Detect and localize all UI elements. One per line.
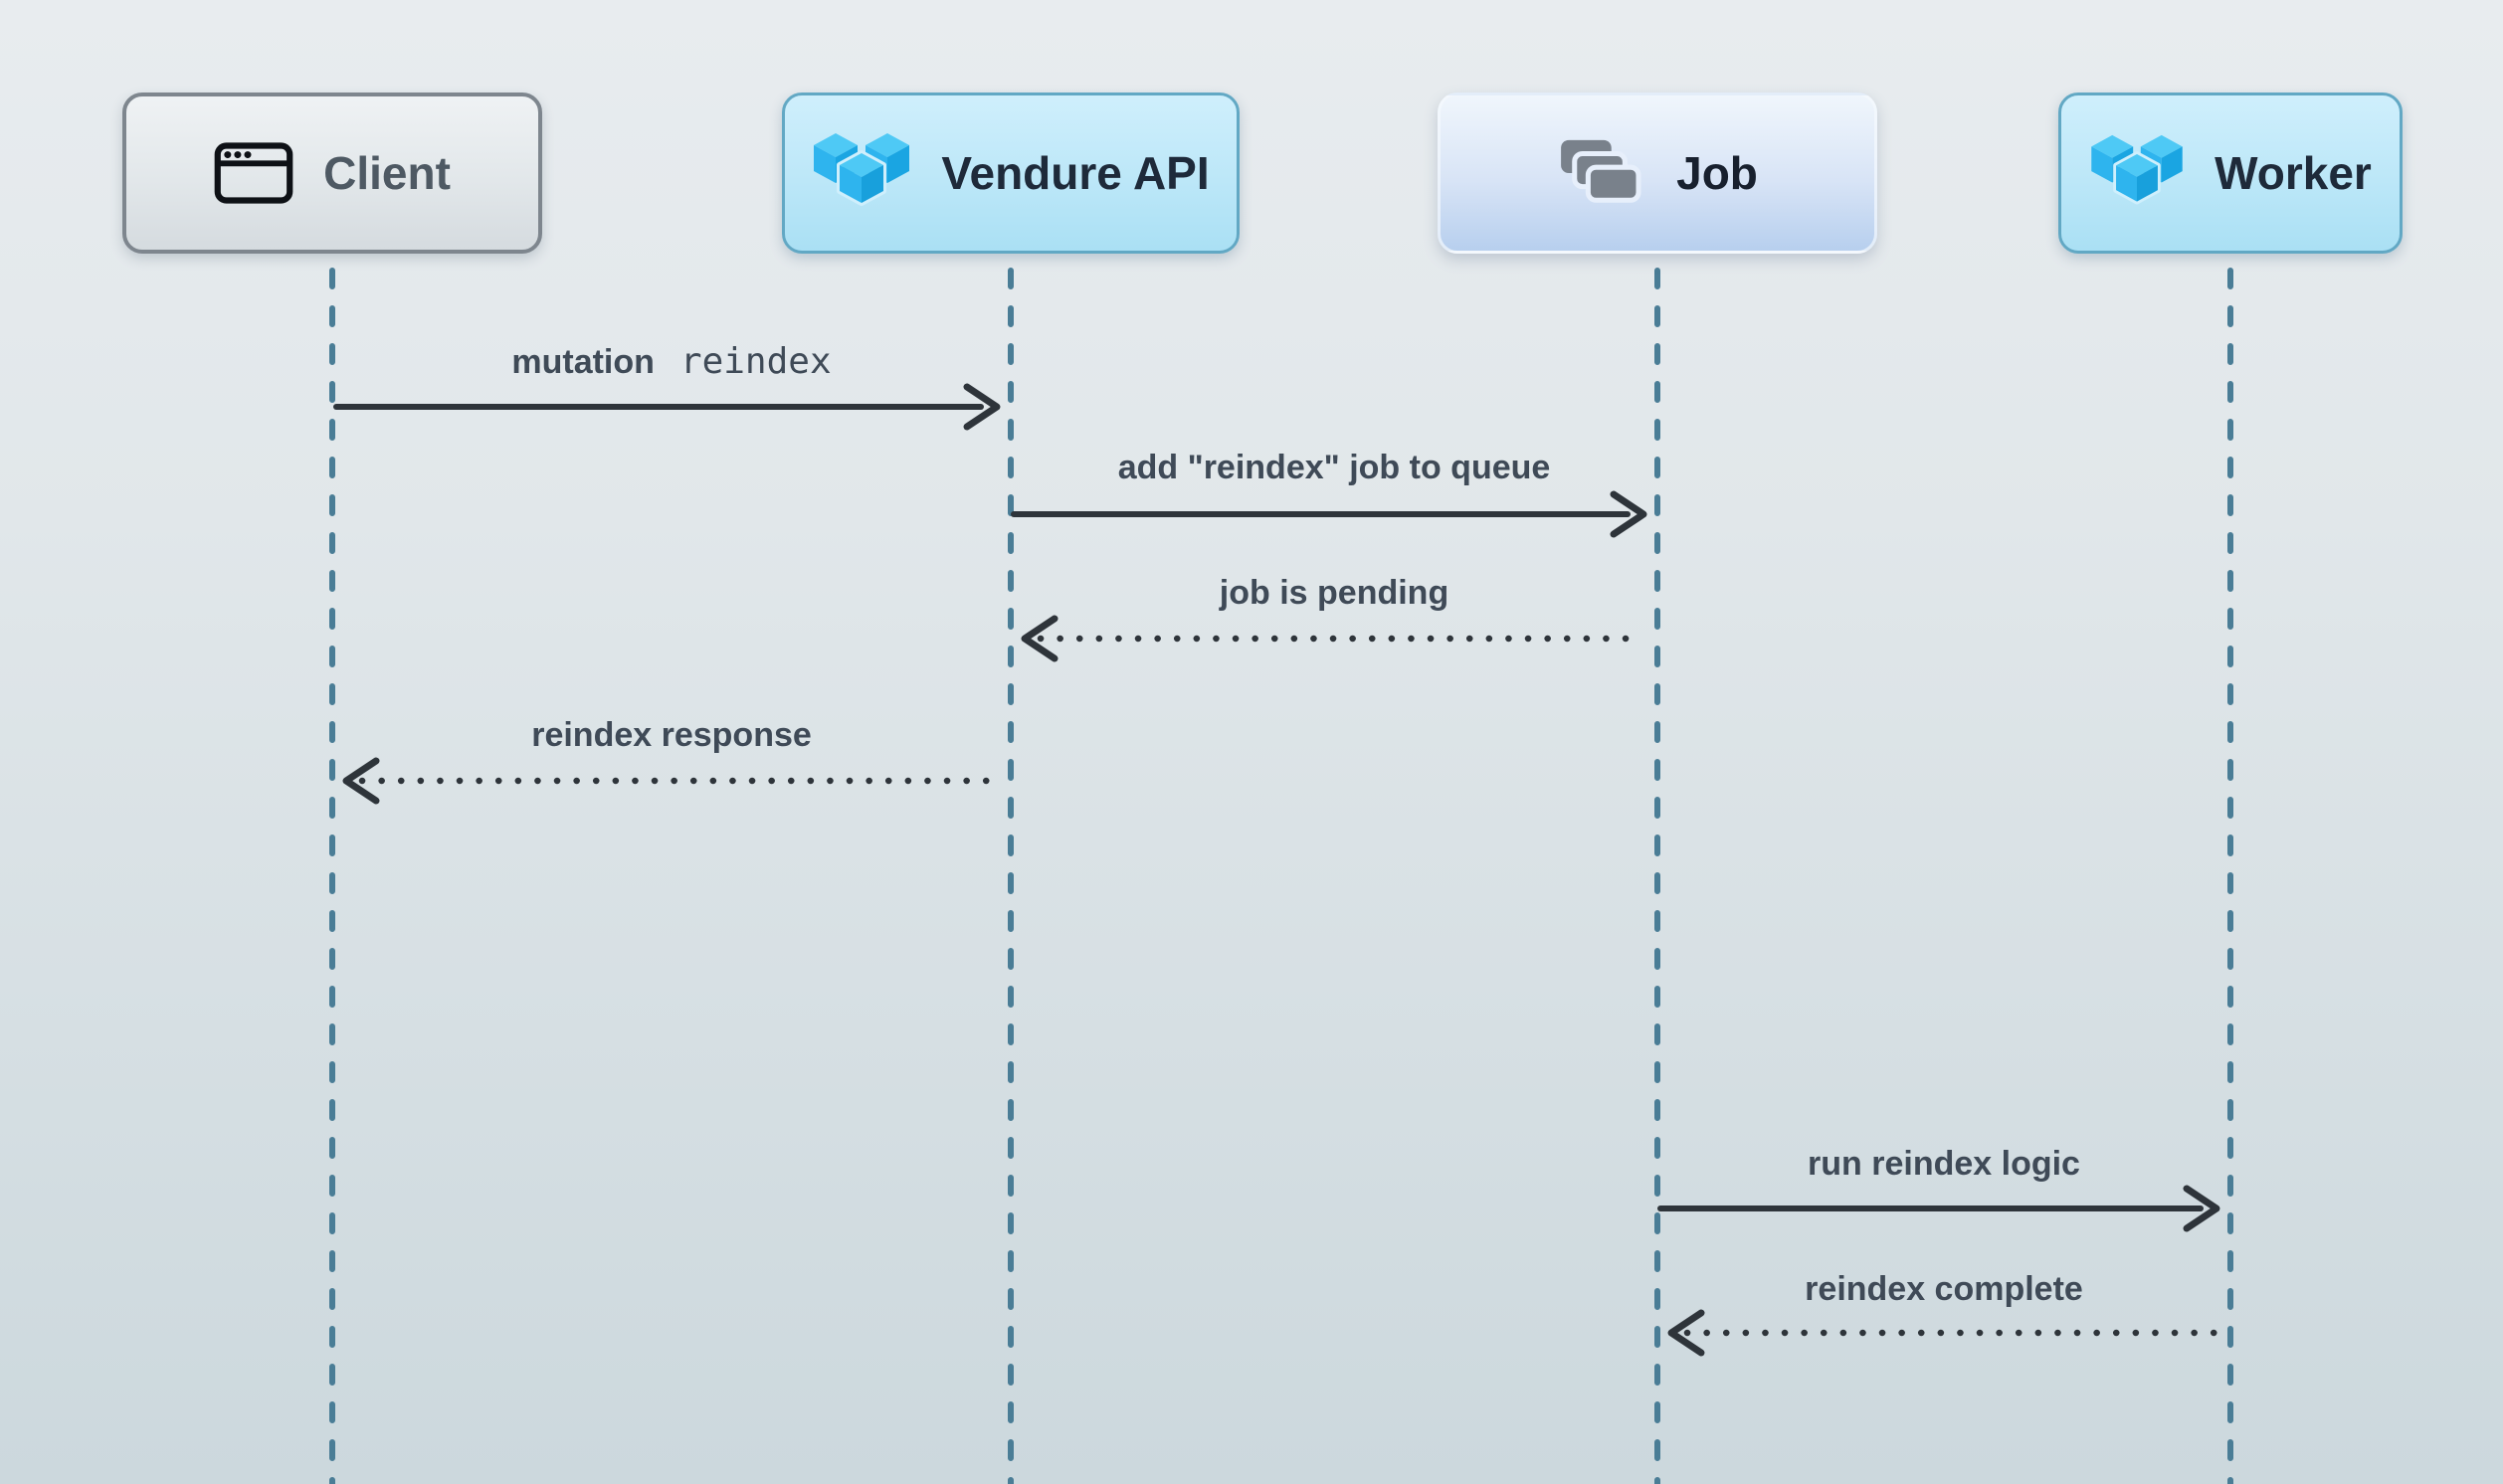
message-3-text: job is pending (1219, 574, 1449, 612)
message-6-arrow (1667, 1309, 2218, 1357)
message-2-label: add "reindex" job to queue (1118, 448, 1551, 487)
vendure-cubes-icon (814, 133, 910, 206)
message-4-label: reindex response (531, 715, 812, 755)
actor-client-label: Client (323, 147, 451, 199)
actor-worker: Worker (2058, 93, 2403, 254)
message-1-arrow (333, 383, 1001, 431)
message-4-text: reindex response (531, 716, 812, 754)
message-4-arrow (342, 757, 999, 805)
vendure-cubes-icon (2091, 134, 2183, 205)
message-3-label: job is pending (1220, 573, 1448, 613)
actor-worker-label: Worker (2214, 147, 2372, 199)
message-5-text: run reindex logic (1808, 1145, 2080, 1183)
browser-window-icon (214, 142, 293, 204)
stacked-cards-icon (1561, 139, 1641, 203)
message-5-label: run reindex logic (1808, 1144, 2080, 1184)
message-1-text: mutation (511, 343, 655, 381)
message-2-text: add "reindex" job to queue (1117, 449, 1551, 486)
message-3-arrow (1021, 615, 1645, 662)
actor-vendure-api-label: Vendure API (941, 147, 1210, 199)
actor-vendure-api: Vendure API (782, 93, 1240, 254)
message-2-arrow (1011, 490, 1647, 538)
actor-client: Client (122, 93, 542, 254)
message-6-text: reindex complete (1805, 1270, 2083, 1308)
actor-job: Job (1438, 93, 1877, 254)
message-1-label: mutation reindex (511, 342, 831, 382)
message-1-code: reindex (679, 341, 832, 382)
actor-job-label: Job (1676, 147, 1758, 199)
message-5-arrow (1657, 1185, 2220, 1232)
message-6-label: reindex complete (1805, 1269, 2083, 1309)
